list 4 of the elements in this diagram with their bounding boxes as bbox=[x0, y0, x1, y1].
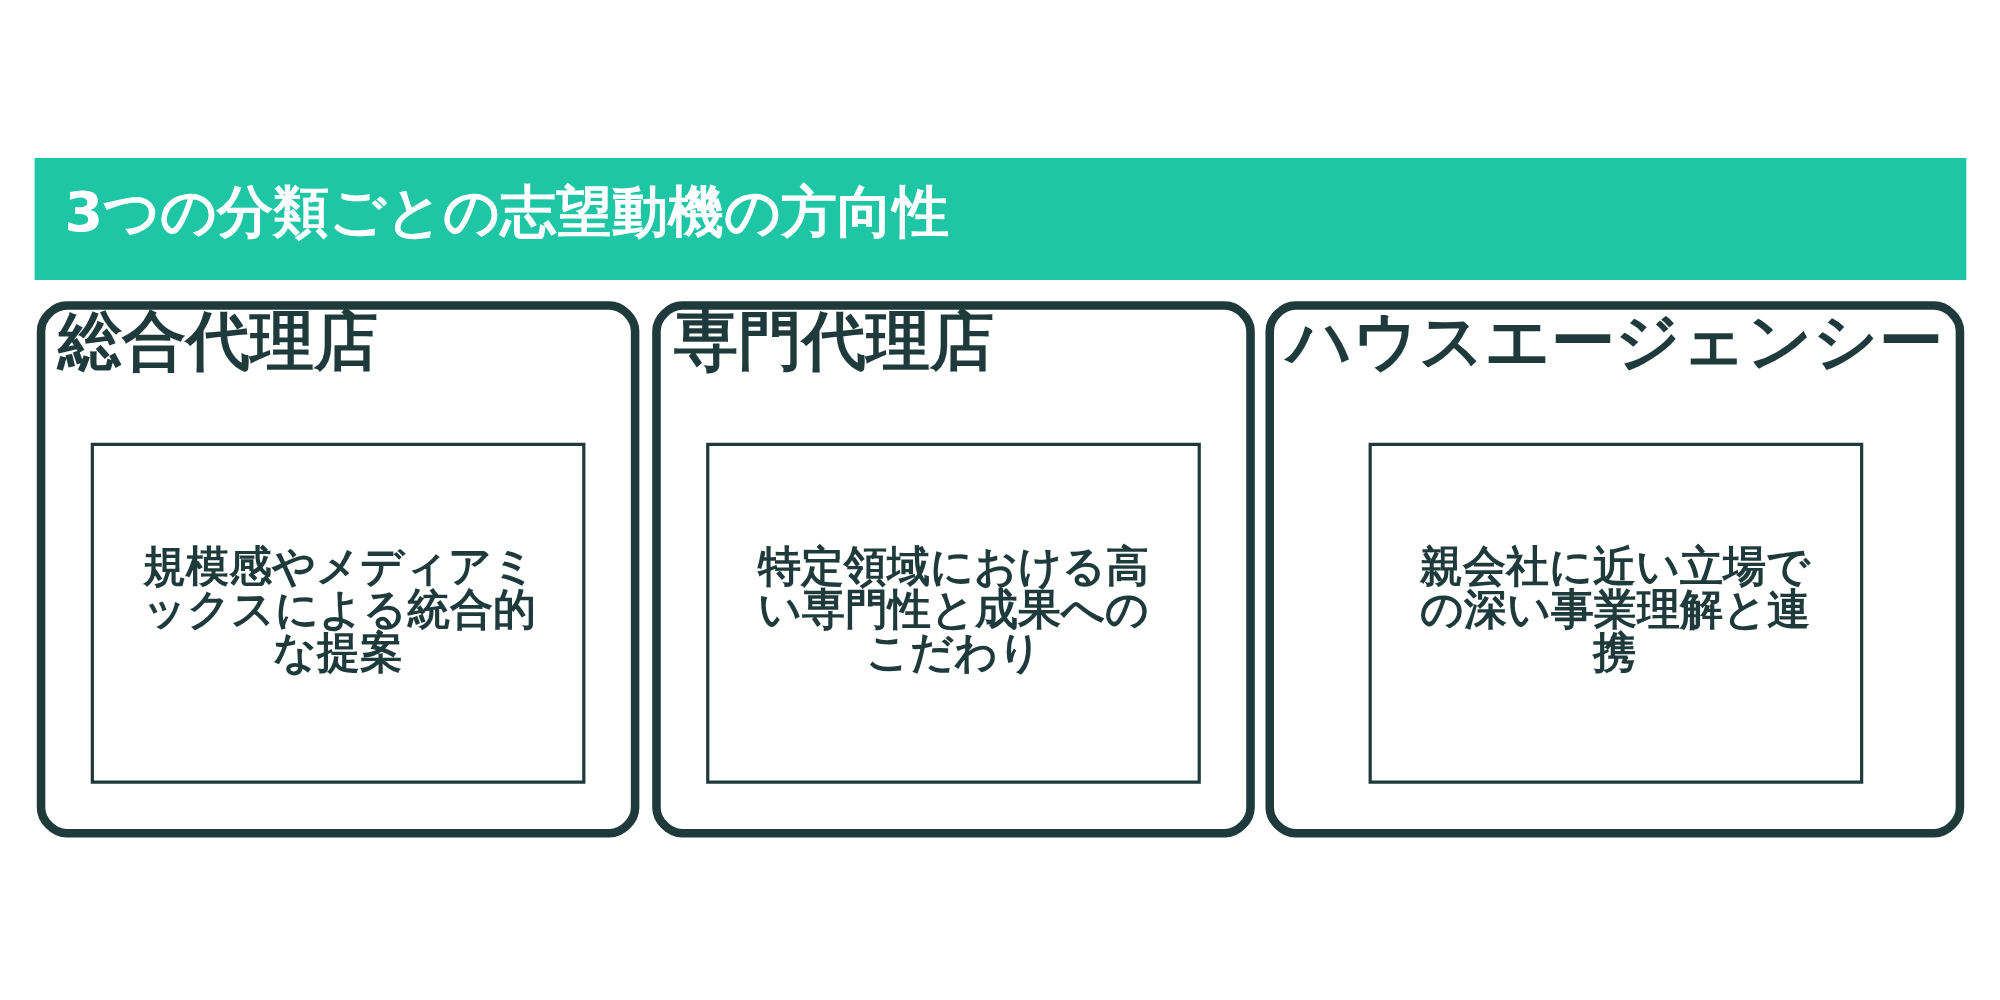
node-box: 親会社に近い立場での深い事業理解と連携 bbox=[1368, 442, 1863, 784]
diagram-title: 3つの分類ごとの志望動機の方向性 bbox=[64, 179, 949, 245]
node-box: 規模感やメディアミックスによる統合的な提案 bbox=[90, 442, 585, 784]
node-box: 特定領域における高い専門性と成果へのこだわり bbox=[705, 442, 1201, 784]
